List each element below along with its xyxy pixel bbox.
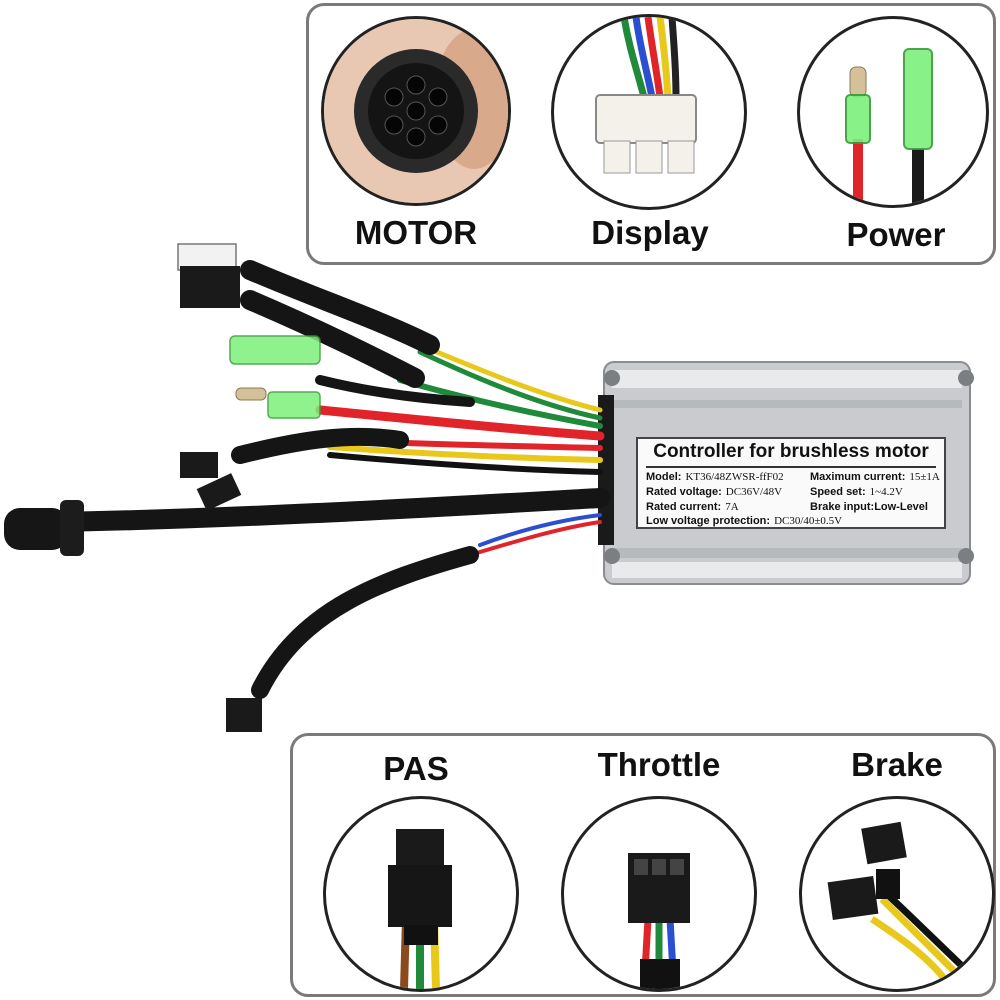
spec-brake-input-label: Brake input: [810, 501, 875, 513]
spec-rated-current-label: Rated current: [646, 501, 722, 513]
top-connector-panel: MOTOR Display Power [306, 3, 996, 265]
motor-label: MOTOR [354, 214, 478, 251]
power-connector-circle [797, 16, 989, 208]
spec-rated-current-value: 7A [725, 501, 739, 513]
display-connector-image [595, 17, 697, 174]
brake-connector-circle [799, 796, 995, 992]
throttle-connector-image [628, 853, 690, 989]
spec-rated-current: Rated current:7A [646, 501, 739, 513]
power-label: Power [846, 216, 946, 253]
spec-max-current-value: 15±1A [909, 471, 940, 483]
brake-connector-image [827, 821, 985, 989]
spec-speed-set-label: Speed set: [810, 486, 866, 498]
spec-model-value: KT36/48ZWSR-ffF02 [685, 471, 784, 483]
throttle-connector-circle [561, 796, 757, 992]
spec-max-current-label: Maximum current: [810, 471, 906, 483]
motor-connector-image [324, 19, 508, 203]
spec-rated-voltage: Rated voltage:DC36V/48V [646, 486, 782, 498]
cable-connectors [4, 243, 321, 732]
pas-label: PAS [383, 750, 449, 787]
brake-label: Brake [851, 746, 943, 783]
spec-brake-input-value: Low-Level [874, 501, 928, 513]
spec-low-voltage: Low voltage protection:DC30/40±0.5V [646, 515, 842, 527]
spec-max-current: Maximum current:15±1A [810, 471, 940, 483]
spec-speed-set: Speed set:1~4.2V [810, 486, 903, 498]
pas-connector-image [388, 829, 452, 989]
spec-model: Model:KT36/48ZWSR-ffF02 [646, 471, 784, 483]
spec-low-voltage-value: DC30/40±0.5V [774, 515, 843, 527]
spec-speed-set-value: 1~4.2V [869, 486, 903, 498]
cable-sheaths [50, 260, 610, 699]
pas-connector-circle [323, 796, 519, 992]
spec-low-voltage-label: Low voltage protection: [646, 515, 771, 527]
spec-model-label: Model: [646, 471, 682, 483]
bottom-connector-panel: PAS Throttle Brake [290, 733, 996, 997]
display-connector-circle [551, 14, 747, 210]
spec-rated-voltage-label: Rated voltage: [646, 486, 722, 498]
throttle-label: Throttle [597, 746, 721, 783]
plate-divider [646, 466, 936, 468]
controller-label-plate: Controller for brushless motor Model:KT3… [636, 437, 946, 529]
spec-brake-input: Brake input:Low-Level [810, 501, 928, 513]
display-label: Display [591, 214, 709, 251]
controller-title: Controller for brushless motor [653, 441, 929, 462]
power-connector-image [845, 48, 933, 205]
motor-connector-circle [321, 16, 511, 206]
wire-bundle [315, 342, 605, 557]
spec-rated-voltage-value: DC36V/48V [725, 486, 783, 498]
